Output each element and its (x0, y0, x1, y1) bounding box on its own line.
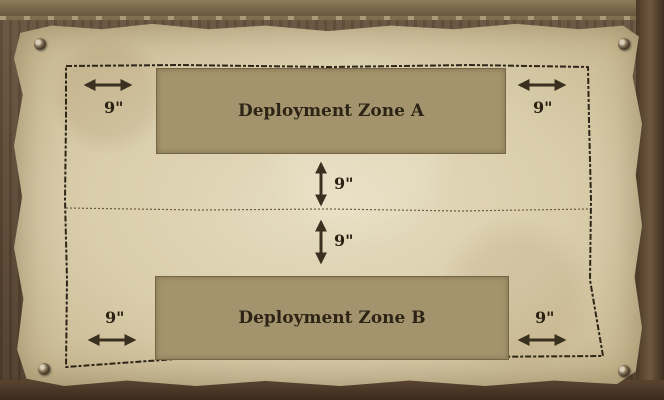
measurement-zone-a-left: 9" (104, 98, 124, 117)
pin-icon (618, 38, 630, 50)
pin-icon (38, 363, 50, 375)
measurement-zone-a-right: 9" (533, 98, 553, 117)
deployment-zone-a: Deployment Zone A (156, 68, 506, 154)
deployment-zone-b-label: Deployment Zone B (238, 308, 426, 328)
measurement-zone-b-left: 9" (105, 308, 125, 327)
center-line (65, 207, 591, 212)
measurement-center-lower: 9" (334, 231, 354, 250)
measurement-center-upper: 9" (334, 174, 354, 193)
top-wood-beam (0, 0, 664, 20)
deployment-zone-b: Deployment Zone B (155, 276, 509, 360)
bottom-wood-beam (0, 380, 664, 400)
deployment-zone-a-label: Deployment Zone A (237, 101, 425, 121)
measurement-zone-b-right: 9" (535, 308, 555, 327)
pin-icon (34, 38, 46, 50)
pin-icon (618, 365, 630, 377)
